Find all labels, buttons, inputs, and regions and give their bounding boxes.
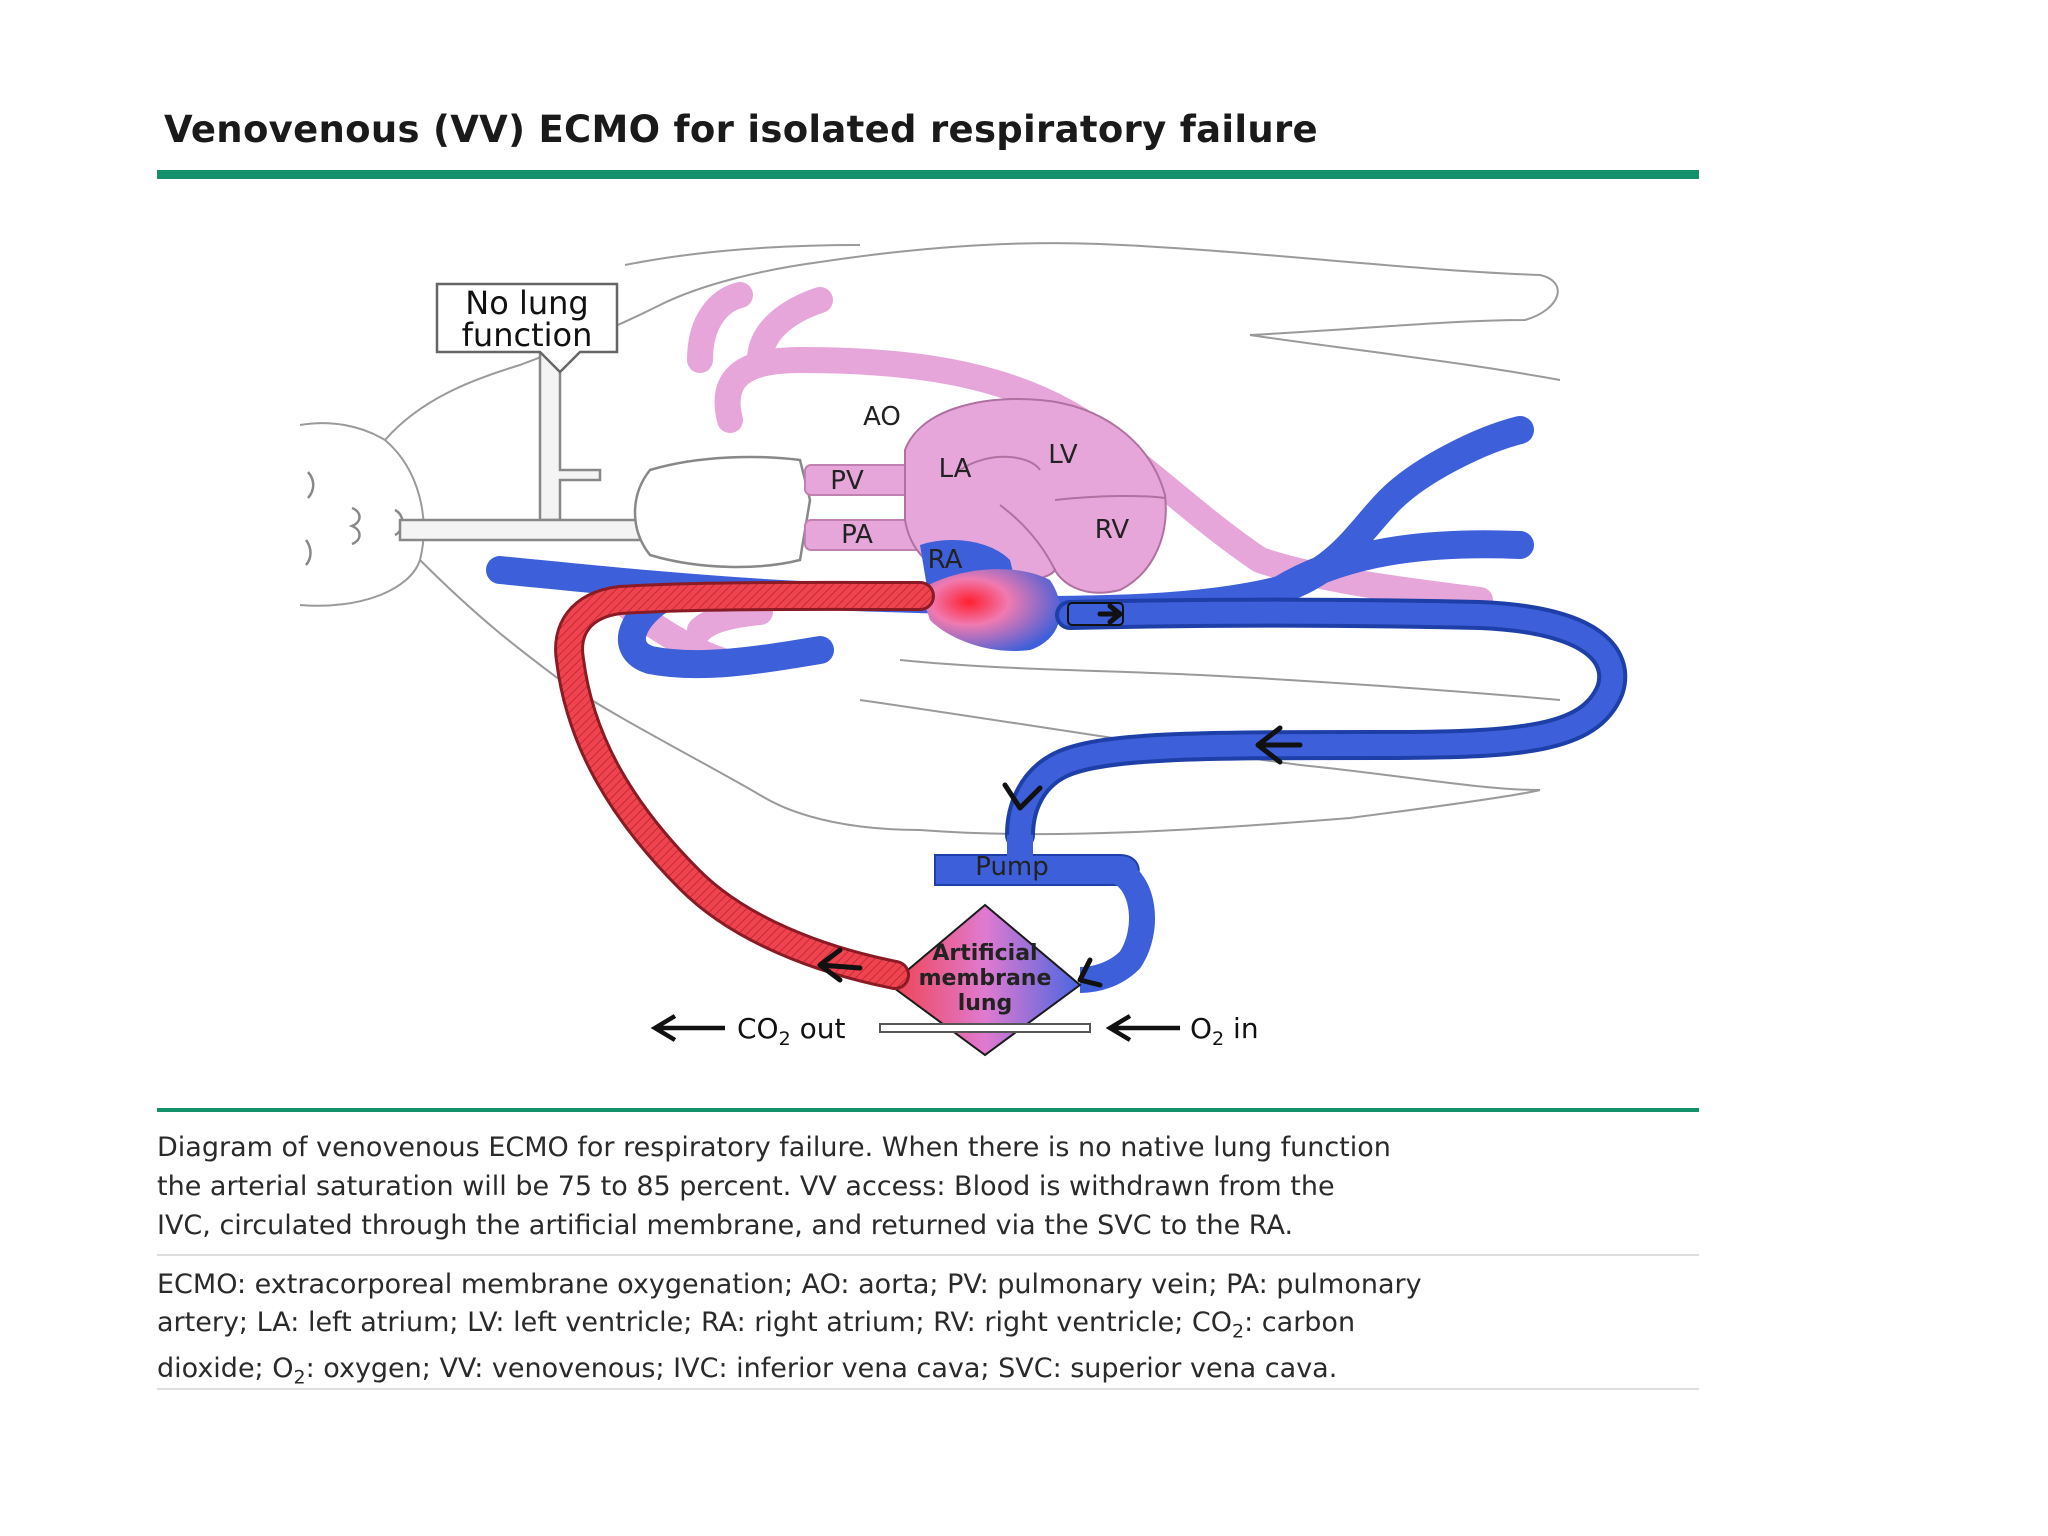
ecmo-diagram: Pump Artificial membrane lung AO LA LV P… <box>299 242 1628 1057</box>
caption-divider <box>157 1254 1699 1256</box>
caption-line: Diagram of venovenous ECMO for respirato… <box>157 1132 1391 1163</box>
return-cannula <box>554 580 935 990</box>
pump-label: Pump <box>975 852 1049 882</box>
label-rv: RV <box>1095 515 1130 545</box>
arrow-icon <box>1097 603 1123 625</box>
oxygenator-label-1: Artificial <box>932 941 1037 966</box>
arrow-icon <box>1077 957 1103 988</box>
o2-in-arrow-icon <box>1105 1014 1180 1042</box>
bottom-divider <box>157 1388 1699 1390</box>
abbreviations: ECMO: extracorporeal membrane oxygenatio… <box>157 1266 1717 1397</box>
label-la: LA <box>939 454 972 484</box>
pump: Pump <box>934 835 1155 993</box>
co2-out-arrow-icon <box>650 1014 725 1042</box>
title-underline <box>157 170 1699 179</box>
label-ra: RA <box>928 545 963 575</box>
gas-line: CO2 out O2 in <box>650 1012 1259 1050</box>
oxygenator-label-2: membrane <box>919 966 1052 991</box>
arrow-icon <box>1002 782 1043 811</box>
abbrev-line: artery; LA: left atrium; LV: left ventri… <box>157 1307 1356 1343</box>
oxygenator-label-3: lung <box>958 991 1013 1016</box>
o2-in-label: O2 in <box>1190 1012 1259 1050</box>
caption-top-rule <box>157 1108 1699 1112</box>
label-pa: PA <box>841 520 873 550</box>
heart-labels: AO LA LV PV PA RV RA <box>830 402 1129 575</box>
ra-mixing-zone <box>920 569 1061 651</box>
arrow-icon <box>1255 725 1303 765</box>
callout-line-2: function <box>462 316 593 354</box>
artificial-membrane-lung: Artificial membrane lung <box>888 903 1082 1057</box>
label-ao: AO <box>863 402 901 432</box>
caption-line: the arterial saturation will be 75 to 85… <box>157 1171 1335 1202</box>
flow-arrows <box>817 603 1303 988</box>
abbrev-line: dioxide; O2: oxygen; VV: venovenous; IVC… <box>157 1353 1338 1389</box>
face-outline <box>304 471 404 566</box>
figure-caption: Diagram of venovenous ECMO for respirato… <box>157 1128 1717 1245</box>
no-lung-function-callout: No lung function <box>435 282 619 374</box>
abbrev-line: ECMO: extracorporeal membrane oxygenatio… <box>157 1269 1422 1300</box>
page-title: Venovenous (VV) ECMO for isolated respir… <box>164 108 1318 151</box>
label-pv: PV <box>830 466 864 496</box>
label-lv: LV <box>1048 440 1078 470</box>
co2-out-label: CO2 out <box>737 1012 845 1050</box>
callout-line-1: No lung <box>465 284 588 322</box>
caption-line: IVC, circulated through the artificial m… <box>157 1210 1294 1241</box>
trachea-and-lungs <box>398 348 812 569</box>
drainage-cannula <box>1005 597 1628 850</box>
arrow-icon <box>817 947 863 983</box>
